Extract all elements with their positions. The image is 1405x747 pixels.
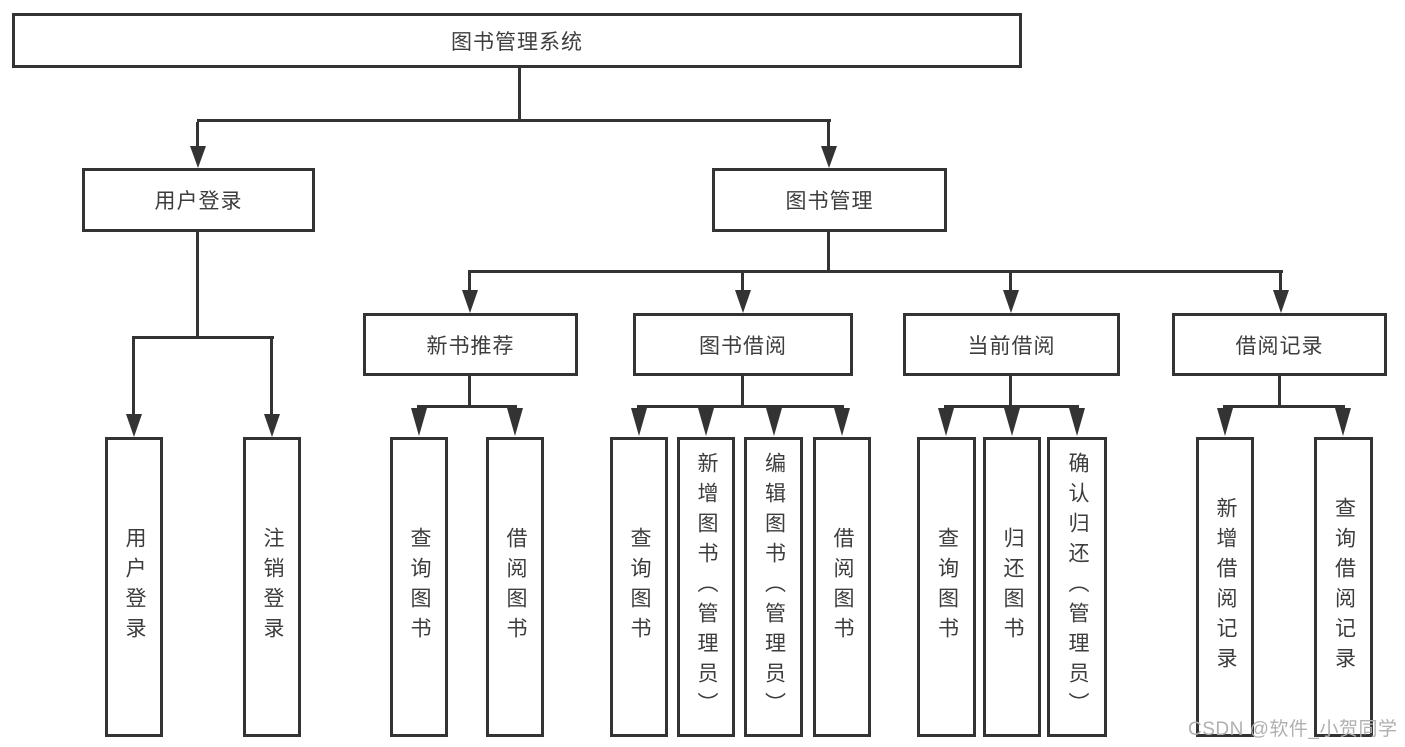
arrowhead-down-icon xyxy=(1217,408,1233,436)
arrowhead-down-icon xyxy=(1069,408,1085,436)
connector-line xyxy=(1278,375,1281,408)
arrowhead-down-icon xyxy=(1273,290,1289,313)
arrowhead-down-icon xyxy=(821,146,837,168)
node-current-borrow-label: 当前借阅 xyxy=(967,334,1056,358)
node-book-management: 图书管理 xyxy=(712,168,947,232)
node-user-login-label: 用户登录 xyxy=(154,190,243,213)
arrowhead-down-icon xyxy=(1335,408,1351,436)
leaf-query-books-recommend-label: 查询图书 xyxy=(408,527,431,647)
leaf-confirm-return-admin: 确认归还（管理员） xyxy=(1047,437,1107,737)
connector-line xyxy=(132,336,274,339)
leaf-edit-books-admin-label: 编辑图书（管理员） xyxy=(762,452,786,722)
arrowhead-down-icon xyxy=(411,408,427,436)
leaf-add-borrow-record-label: 新增借阅记录 xyxy=(1214,497,1237,677)
arrowhead-down-icon xyxy=(631,408,647,436)
connector-line xyxy=(132,339,135,416)
connector-line xyxy=(270,339,273,416)
leaf-query-borrow-record-label: 查询借阅记录 xyxy=(1332,497,1356,677)
connector-line xyxy=(468,375,471,408)
arrowhead-down-icon xyxy=(264,414,280,437)
connector-line xyxy=(944,405,1079,408)
node-book-borrow: 图书借阅 xyxy=(633,313,853,376)
connector-line xyxy=(196,232,199,338)
connector-line xyxy=(741,273,744,292)
arrowhead-down-icon xyxy=(1003,290,1019,313)
leaf-query-books-current: 查询图书 xyxy=(917,437,976,737)
connector-line xyxy=(637,405,844,408)
leaf-query-books-borrow-label: 查询图书 xyxy=(628,527,651,647)
node-borrow-records: 借阅记录 xyxy=(1172,313,1387,376)
connector-line xyxy=(468,270,1283,273)
leaf-query-borrow-record: 查询借阅记录 xyxy=(1314,437,1373,737)
arrowhead-down-icon xyxy=(766,408,782,436)
leaf-return-books: 归还图书 xyxy=(983,437,1041,737)
connector-line xyxy=(827,122,830,148)
connector-line xyxy=(1009,273,1012,292)
leaf-borrow-books-label: 借阅图书 xyxy=(831,527,854,647)
node-root: 图书管理系统 xyxy=(12,13,1022,68)
connector-line xyxy=(827,232,830,271)
leaf-user-login-label: 用户登录 xyxy=(123,527,146,647)
leaf-add-borrow-record: 新增借阅记录 xyxy=(1196,437,1254,737)
node-borrow-records-label: 借阅记录 xyxy=(1235,334,1324,358)
leaf-logout: 注销登录 xyxy=(243,437,301,737)
node-new-book-recommend: 新书推荐 xyxy=(363,313,578,376)
connector-line xyxy=(1279,273,1282,292)
leaf-borrow-books-recommend: 借阅图书 xyxy=(486,437,544,737)
watermark: CSDN @软件_小贺同学 xyxy=(1188,719,1398,740)
arrowhead-down-icon xyxy=(735,290,751,313)
connector-line xyxy=(741,375,744,408)
leaf-logout-label: 注销登录 xyxy=(261,527,284,647)
node-book-borrow-label: 图书借阅 xyxy=(699,334,787,358)
leaf-query-books-current-label: 查询图书 xyxy=(935,527,959,647)
connector-line xyxy=(417,405,517,408)
leaf-add-books-admin: 新增图书（管理员） xyxy=(677,437,735,737)
node-root-label: 图书管理系统 xyxy=(451,30,583,54)
leaf-edit-books-admin: 编辑图书（管理员） xyxy=(744,437,803,737)
leaf-query-books-recommend: 查询图书 xyxy=(390,437,448,737)
connector-line xyxy=(1009,375,1012,408)
node-book-management-label: 图书管理 xyxy=(785,190,874,213)
node-new-book-recommend-label: 新书推荐 xyxy=(426,334,515,358)
connector-line xyxy=(1223,405,1345,408)
node-user-login: 用户登录 xyxy=(82,168,315,232)
node-current-borrow: 当前借阅 xyxy=(903,313,1120,376)
leaf-borrow-books-recommend-label: 借阅图书 xyxy=(504,527,527,647)
connector-line xyxy=(196,122,199,148)
connector-line xyxy=(518,67,521,120)
arrowhead-down-icon xyxy=(698,408,714,436)
leaf-user-login: 用户登录 xyxy=(105,437,163,737)
connector-line xyxy=(468,273,471,292)
leaf-borrow-books: 借阅图书 xyxy=(813,437,871,737)
arrowhead-down-icon xyxy=(126,414,142,437)
connector-line xyxy=(197,119,831,122)
arrowhead-down-icon xyxy=(938,408,954,436)
arrowhead-down-icon xyxy=(462,290,478,313)
leaf-query-books-borrow: 查询图书 xyxy=(610,437,668,737)
arrowhead-down-icon xyxy=(834,408,850,436)
arrowhead-down-icon xyxy=(1004,408,1020,436)
leaf-add-books-admin-label: 新增图书（管理员） xyxy=(695,452,718,722)
leaf-confirm-return-admin-label: 确认归还（管理员） xyxy=(1066,452,1089,722)
arrowhead-down-icon xyxy=(190,146,206,168)
leaf-return-books-label: 归还图书 xyxy=(1001,527,1024,647)
arrowhead-down-icon xyxy=(507,408,523,436)
